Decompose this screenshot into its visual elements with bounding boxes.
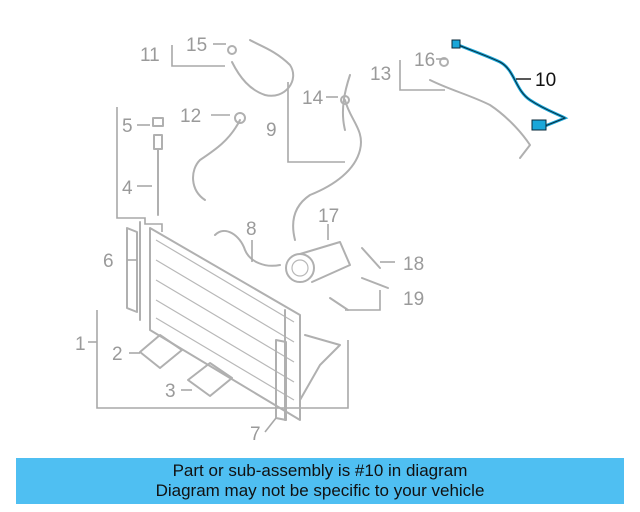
hose-9 bbox=[292, 99, 362, 241]
callout-11: 11 bbox=[140, 45, 160, 66]
hose-11 bbox=[231, 39, 295, 97]
condenser-mount bbox=[299, 334, 341, 401]
hose-12 bbox=[192, 119, 241, 201]
fitting-15 bbox=[227, 45, 237, 55]
fitting-16 bbox=[439, 57, 449, 67]
hose-14 bbox=[341, 74, 351, 131]
parts-diagram: 1 2 3 4 5 6 7 8 9 10 11 12 13 14 15 16 1… bbox=[75, 35, 569, 445]
compressor bbox=[285, 241, 351, 283]
group-frame-main bbox=[96, 310, 349, 409]
callout-7: 7 bbox=[250, 424, 261, 445]
callout-13: 13 bbox=[370, 64, 391, 85]
kit-box-3 bbox=[187, 362, 233, 397]
callout-4: 4 bbox=[122, 178, 133, 199]
hose-13 bbox=[429, 79, 531, 159]
callout-6: 6 bbox=[103, 251, 114, 272]
callout-5: 5 bbox=[122, 116, 133, 137]
banner-line-2: Diagram may not be specific to your vehi… bbox=[155, 481, 485, 500]
group-frame-bracket-11 bbox=[171, 45, 225, 67]
part-info-banner: Part or sub-assembly is #10 in diagram D… bbox=[16, 458, 624, 504]
hose-assembly-10 bbox=[451, 39, 569, 131]
callout-16: 16 bbox=[414, 50, 435, 71]
receiver-drier bbox=[152, 117, 164, 216]
bolt-18 bbox=[361, 247, 381, 269]
kit-box-2 bbox=[139, 334, 183, 369]
bolt-19b bbox=[329, 297, 349, 311]
callout-12: 12 bbox=[180, 106, 201, 127]
group-frame-left bbox=[116, 107, 163, 232]
side-bracket bbox=[126, 227, 138, 313]
callout-1: 1 bbox=[75, 334, 86, 355]
callout-17: 17 bbox=[318, 206, 339, 227]
fitting-14 bbox=[340, 95, 350, 105]
banner-line-1: Part or sub-assembly is #10 in diagram bbox=[172, 461, 468, 480]
fitting-12 bbox=[234, 112, 246, 124]
callout-19: 19 bbox=[403, 289, 424, 310]
callout-2: 2 bbox=[112, 344, 123, 365]
group-frame-bracket-13 bbox=[399, 60, 445, 91]
bolt-19a bbox=[361, 277, 389, 289]
group-frame-bracket-19 bbox=[345, 290, 381, 311]
callout-15: 15 bbox=[186, 35, 207, 56]
callout-10: 10 bbox=[535, 70, 556, 91]
group-frame-bracket-9 bbox=[287, 82, 345, 163]
callout-9: 9 bbox=[266, 120, 277, 141]
hose-8 bbox=[214, 230, 281, 267]
side-bracket-right bbox=[275, 339, 287, 421]
callout-14: 14 bbox=[302, 88, 324, 109]
callout-18: 18 bbox=[403, 254, 424, 275]
callout-3: 3 bbox=[165, 381, 176, 402]
callout-8: 8 bbox=[246, 219, 257, 240]
